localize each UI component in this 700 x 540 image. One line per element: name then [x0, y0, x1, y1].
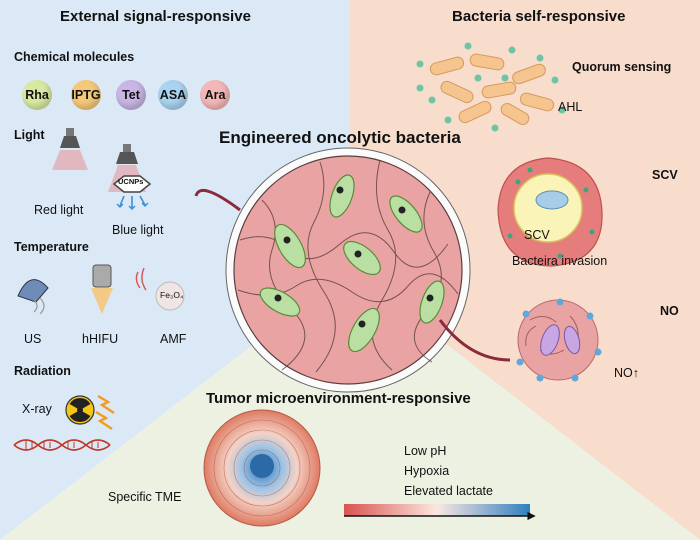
section-title-external: External signal-responsive — [60, 8, 251, 25]
section-title-tme: Tumor microenvironment-responsive — [206, 390, 471, 407]
label-scv-title: SCV — [652, 168, 678, 182]
label-quorum-sensing: Quorum sensing — [572, 60, 672, 74]
section-title-bacteria: Bacteria self-responsive — [452, 8, 626, 25]
tme-condition-low-ph: Low pH — [404, 444, 447, 458]
red-lamp-icon — [52, 128, 88, 170]
molecule-ara: Ara — [200, 80, 230, 110]
hifu-icon — [91, 264, 113, 314]
molecule-iptg: IPTG — [71, 80, 101, 110]
radiation-icon — [65, 394, 115, 430]
label-xray: X-ray — [22, 402, 52, 416]
ucnp-icon — [112, 175, 152, 210]
label-hhifu: hHIFU — [82, 332, 119, 346]
label-red-light: Red light — [34, 203, 84, 217]
category-chemical: Chemical molecules — [14, 50, 135, 64]
amf-icon — [135, 267, 185, 311]
label-us: US — [24, 332, 42, 346]
molecule-asa: ASA — [158, 80, 188, 110]
tme-condition-hypoxia: Hypoxia — [404, 464, 450, 478]
label-specific-tme: Specific TME — [108, 490, 182, 504]
category-light: Light — [14, 128, 45, 142]
label-amf: AMF — [160, 332, 187, 346]
label-no-up: NO↑ — [614, 366, 639, 380]
category-radiation: Radiation — [14, 364, 71, 378]
label-fe3o4: Fe₃O₄ — [160, 290, 184, 300]
label-scv: SCV — [524, 228, 550, 242]
tme-spheroid-icon — [203, 409, 321, 527]
no-tumor-icon — [516, 298, 602, 382]
label-ahl: AHL — [558, 100, 583, 114]
scv-cell-icon — [497, 157, 603, 267]
tme-gradient-arrow — [344, 504, 536, 521]
label-no-title: NO — [660, 304, 679, 318]
label-ucnps: UCNPs — [118, 177, 144, 186]
ultrasound-icon — [17, 279, 49, 315]
molecule-tet: Tet — [116, 80, 146, 110]
category-temperature: Temperature — [14, 240, 89, 254]
quorum-bacteria-icon — [416, 42, 566, 132]
label-blue-light: Blue light — [112, 223, 164, 237]
tme-condition-lactate: Elevated lactate — [404, 484, 493, 498]
center-title: Engineered oncolytic bacteria — [219, 128, 461, 147]
dna-icon — [13, 439, 111, 451]
molecule-rha: Rha — [22, 80, 52, 110]
tumor-sphere-icon — [194, 147, 511, 393]
label-bacteria-invasion: Bacteira invasion — [512, 254, 608, 268]
bottom-panel — [0, 270, 700, 540]
right-panel — [350, 0, 700, 540]
